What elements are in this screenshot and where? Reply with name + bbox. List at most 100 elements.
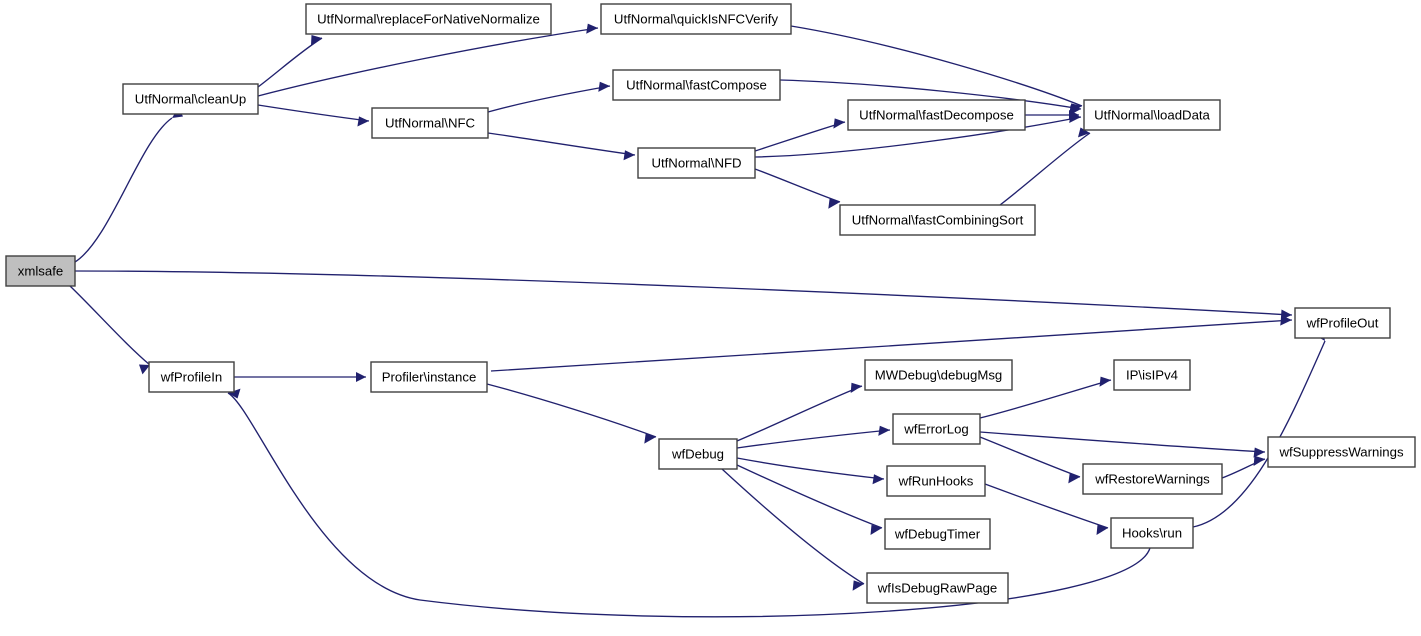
- arrowhead-wfProfileIn-to-ProfilerInstance: [356, 372, 366, 382]
- edge-fastCombiningSort-to-loadData: [999, 132, 1091, 206]
- node-label-wfErrorLog: wfErrorLog: [903, 421, 969, 436]
- edge-wfDebug-to-wfIsDebugRawPage: [721, 468, 865, 585]
- node-fastCompose[interactable]: UtfNormal\fastCompose: [612, 69, 781, 101]
- node-wfRunHooks[interactable]: wfRunHooks: [886, 465, 986, 497]
- node-label-fastCompose: UtfNormal\fastCompose: [626, 77, 767, 92]
- edges-layer: [69, 23, 1326, 618]
- node-wfIsDebugRawPage[interactable]: wfIsDebugRawPage: [866, 572, 1009, 604]
- arrowhead-wfDebug-to-wfDebugTimer: [870, 524, 882, 535]
- edge-cleanUp-to-replaceForNativeNormalize: [257, 37, 323, 88]
- node-box-xmlsafe[interactable]: [5, 255, 76, 287]
- edge-wfDebug-to-wfErrorLog: [736, 429, 891, 449]
- edge-cleanUp-to-NFC: [257, 104, 370, 122]
- node-box-wfProfileIn[interactable]: [148, 361, 235, 393]
- node-label-xmlsafe: xmlsafe: [18, 263, 63, 278]
- node-box-HooksRun[interactable]: [1110, 517, 1194, 549]
- node-wfDebugTimer[interactable]: wfDebugTimer: [884, 518, 991, 550]
- node-wfDebug[interactable]: wfDebug: [658, 438, 738, 470]
- arrowhead-fastCombiningSort-to-loadData: [1078, 127, 1090, 138]
- node-ProfilerInstance[interactable]: Profiler\instance: [370, 361, 488, 393]
- arrowhead-NFC-to-fastCompose: [598, 81, 610, 92]
- node-box-fastCompose[interactable]: [612, 69, 781, 101]
- node-box-wfIsDebugRawPage[interactable]: [866, 572, 1009, 604]
- node-box-wfSuppressWarnings[interactable]: [1267, 436, 1416, 468]
- arrowhead-wfDebug-to-wfErrorLog: [878, 425, 890, 436]
- node-label-wfProfileIn: wfProfileIn: [160, 369, 223, 384]
- node-box-fastCombiningSort[interactable]: [839, 204, 1036, 236]
- node-box-IPisIPv4[interactable]: [1113, 359, 1191, 391]
- node-xmlsafe[interactable]: xmlsafe: [5, 255, 76, 287]
- node-label-cleanUp: UtfNormal\cleanUp: [135, 91, 246, 106]
- node-box-wfDebug[interactable]: [658, 438, 738, 470]
- edge-wfRunHooks-to-HooksRun: [984, 483, 1109, 529]
- node-wfErrorLog[interactable]: wfErrorLog: [892, 413, 981, 445]
- node-box-loadData[interactable]: [1083, 99, 1221, 131]
- edge-xmlsafe-to-wfProfileOut: [74, 270, 1293, 316]
- node-box-MWDebugDebugMsg[interactable]: [864, 359, 1013, 391]
- arrowhead-wfErrorLog-to-IPisIPv4: [1099, 376, 1111, 387]
- node-label-wfSuppressWarnings: wfSuppressWarnings: [1278, 444, 1404, 459]
- edge-fastCompose-to-loadData: [779, 79, 1082, 110]
- node-box-wfErrorLog[interactable]: [892, 413, 981, 445]
- node-wfSuppressWarnings[interactable]: wfSuppressWarnings: [1267, 436, 1416, 468]
- node-fastCombiningSort[interactable]: UtfNormal\fastCombiningSort: [839, 204, 1036, 236]
- node-MWDebugDebugMsg[interactable]: MWDebug\debugMsg: [864, 359, 1013, 391]
- node-box-wfRunHooks[interactable]: [886, 465, 986, 497]
- arrowhead-cleanUp-to-NFC: [357, 116, 369, 127]
- node-label-quickIsNFCVerify: UtfNormal\quickIsNFCVerify: [614, 11, 779, 26]
- node-label-wfDebug: wfDebug: [671, 446, 724, 461]
- node-quickIsNFCVerify[interactable]: UtfNormal\quickIsNFCVerify: [600, 3, 792, 35]
- arrowhead-xmlsafe-to-wfProfileIn: [139, 364, 150, 375]
- arrowhead-cleanUp-to-replaceForNativeNormalize: [311, 35, 322, 46]
- node-wfProfileIn[interactable]: wfProfileIn: [148, 361, 235, 393]
- node-label-IPisIPv4: IP\isIPv4: [1126, 367, 1178, 382]
- node-box-wfDebugTimer[interactable]: [884, 518, 991, 550]
- node-box-ProfilerInstance[interactable]: [370, 361, 488, 393]
- node-wfRestoreWarnings[interactable]: wfRestoreWarnings: [1082, 463, 1223, 495]
- edge-wfErrorLog-to-wfRestoreWarnings: [979, 436, 1081, 478]
- arrowhead-NFD-to-fastDecompose: [833, 118, 845, 129]
- node-IPisIPv4[interactable]: IP\isIPv4: [1113, 359, 1191, 391]
- node-NFD[interactable]: UtfNormal\NFD: [637, 147, 756, 179]
- node-box-wfRestoreWarnings[interactable]: [1082, 463, 1223, 495]
- node-label-fastCombiningSort: UtfNormal\fastCombiningSort: [852, 212, 1024, 227]
- node-fastDecompose[interactable]: UtfNormal\fastDecompose: [847, 99, 1026, 131]
- node-cleanUp[interactable]: UtfNormal\cleanUp: [122, 83, 259, 115]
- arrowhead-HooksRun-to-wfProfileIn: [228, 388, 241, 399]
- edge-HooksRun-to-wfProfileOut: [1192, 340, 1326, 528]
- node-box-wfProfileOut[interactable]: [1294, 307, 1391, 339]
- node-loadData[interactable]: UtfNormal\loadData: [1083, 99, 1221, 131]
- node-HooksRun[interactable]: Hooks\run: [1110, 517, 1194, 549]
- node-box-replaceForNativeNormalize[interactable]: [305, 3, 552, 35]
- node-box-cleanUp[interactable]: [122, 83, 259, 115]
- edge-ProfilerInstance-to-wfProfileOut_note: [490, 319, 1293, 372]
- edge-ProfilerInstance-to-wfDebug: [486, 383, 657, 438]
- node-replaceForNativeNormalize[interactable]: UtfNormal\replaceForNativeNormalize: [305, 3, 552, 35]
- node-label-wfRunHooks: wfRunHooks: [898, 473, 974, 488]
- node-label-NFD: UtfNormal\NFD: [651, 155, 741, 170]
- node-label-loadData: UtfNormal\loadData: [1094, 107, 1210, 122]
- arrowhead-wfDebug-to-wfRunHooks: [872, 474, 884, 485]
- arrowhead-fastDecompose-to-loadData: [1069, 110, 1079, 120]
- node-box-NFC[interactable]: [371, 107, 489, 139]
- arrowhead-wfDebug-to-wfIsDebugRawPage: [852, 580, 864, 591]
- edge-HooksRun-to-wfProfileIn: [227, 392, 1151, 618]
- node-label-wfDebugTimer: wfDebugTimer: [894, 526, 981, 541]
- edge-NFD-to-fastCombiningSort: [754, 168, 841, 203]
- arrowhead-wfDebug-to-MWDebugDebugMsg: [850, 382, 862, 393]
- arrowhead-NFC-to-NFD: [623, 150, 635, 161]
- edge-wfErrorLog-to-wfSuppressWarnings: [979, 431, 1266, 453]
- node-box-quickIsNFCVerify[interactable]: [600, 3, 792, 35]
- arrowhead-wfRestoreWarnings-to-wfSuppressWarnings: [1253, 455, 1265, 466]
- node-box-NFD[interactable]: [637, 147, 756, 179]
- node-label-HooksRun: Hooks\run: [1122, 525, 1182, 540]
- node-label-replaceForNativeNormalize: UtfNormal\replaceForNativeNormalize: [317, 11, 540, 26]
- node-NFC[interactable]: UtfNormal\NFC: [371, 107, 489, 139]
- edge-quickIsNFCVerify-to-loadData: [790, 25, 1083, 107]
- arrowhead-ProfilerInstance-to-wfProfileOut_note: [1280, 315, 1292, 326]
- arrowhead-wfRunHooks-to-HooksRun: [1096, 524, 1108, 535]
- edge-xmlsafe-to-wfProfileIn: [69, 285, 151, 366]
- node-wfProfileOut[interactable]: wfProfileOut: [1294, 307, 1391, 339]
- node-box-fastDecompose[interactable]: [847, 99, 1026, 131]
